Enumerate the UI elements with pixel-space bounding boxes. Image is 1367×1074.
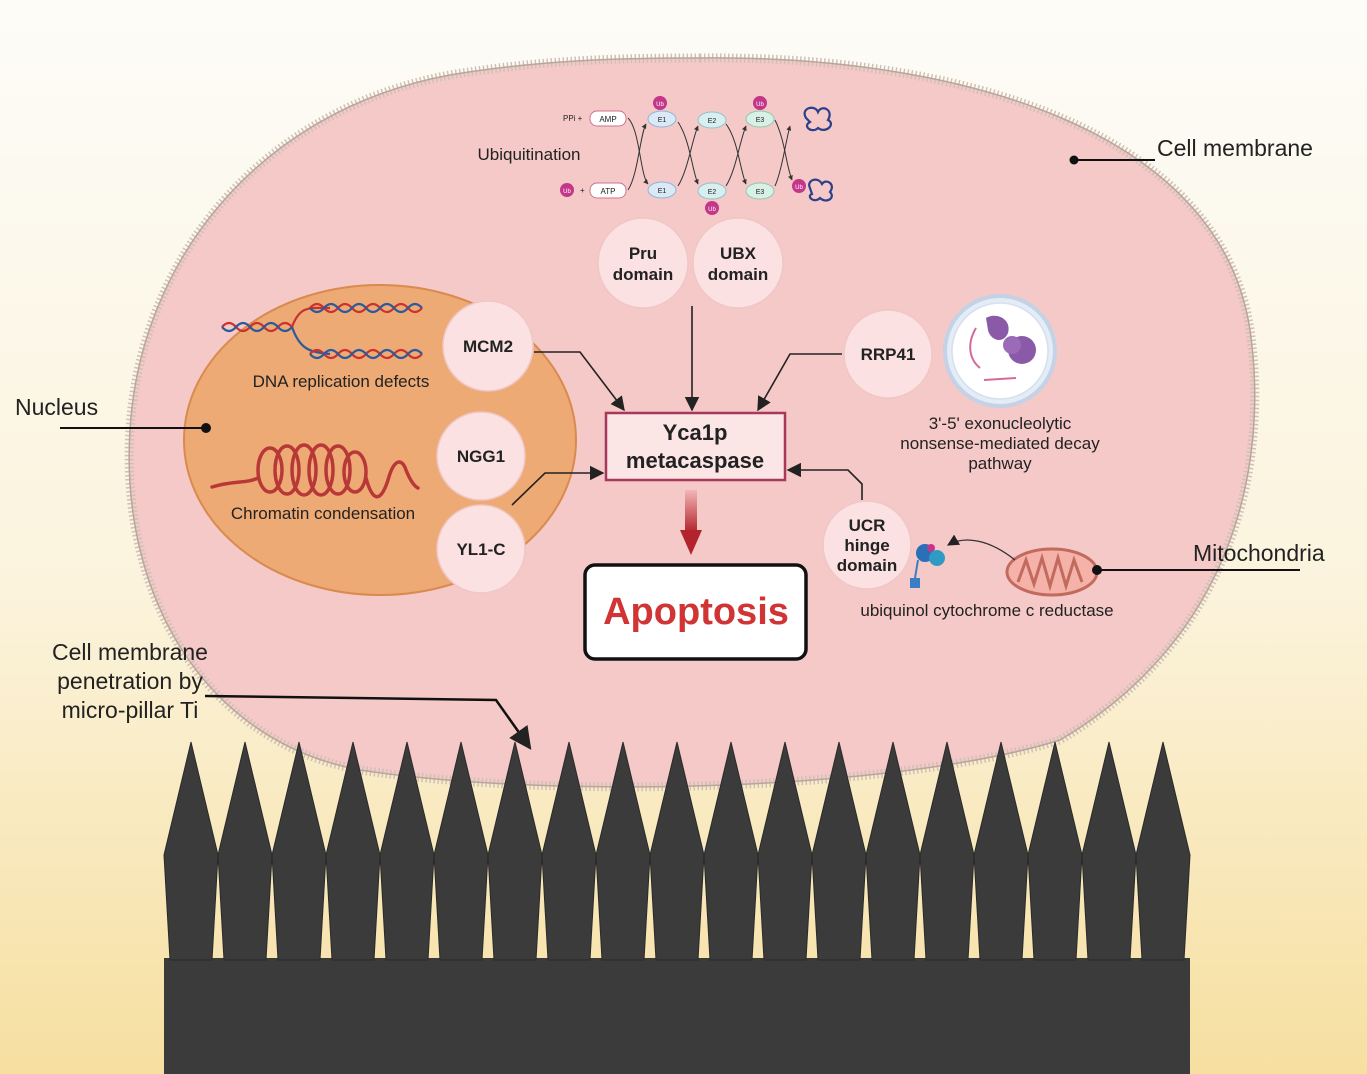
ubiquitination-cycle: PPi + AMP Ub + ATP E1 Ub E2 E3 Ub E1 E2 … [560, 96, 833, 215]
svg-text:NGG1: NGG1 [457, 447, 505, 466]
mitochondria-arrow [946, 534, 1016, 561]
node-ngg1: NGG1 [436, 411, 526, 501]
cell-membrane-label: Cell membrane [1157, 135, 1313, 161]
svg-text:+: + [580, 186, 585, 195]
svg-text:domain: domain [613, 265, 673, 284]
ucr-enzyme-icon [910, 544, 945, 588]
svg-text:RRP41: RRP41 [861, 345, 916, 364]
micro-pillar [973, 741, 1029, 961]
node-ucr-hinge-domain: UCR hinge domain [822, 500, 912, 590]
nucleus-label: Nucleus [15, 394, 98, 420]
dna-replication-label: DNA replication defects [253, 372, 430, 391]
svg-text:E1: E1 [658, 188, 667, 195]
pathway-arrows [511, 306, 863, 506]
node-pru-domain: Pru domain [597, 217, 689, 309]
svg-text:Pru: Pru [629, 244, 657, 263]
yca1p-metacaspase-box: Yca1p metacaspase [604, 411, 787, 482]
svg-text:E1: E1 [658, 117, 667, 124]
svg-text:Ub: Ub [708, 207, 716, 213]
svg-text:E3: E3 [756, 117, 765, 124]
chromatin-icon [210, 443, 420, 499]
mitochondria-pointer [1092, 565, 1300, 575]
svg-text:domain: domain [708, 265, 768, 284]
nucleus-pointer [60, 423, 211, 433]
svg-text:UCR: UCR [849, 516, 886, 535]
micro-pillar [595, 741, 651, 961]
svg-text:MCM2: MCM2 [463, 337, 513, 356]
penetration-label-3: micro-pillar Ti [62, 697, 199, 723]
exonuclease-label-2: nonsense-mediated decay [900, 434, 1100, 453]
micro-pillar [919, 741, 975, 961]
micro-pillar [541, 741, 597, 961]
micro-pillar [811, 741, 867, 961]
exosome-icon [943, 294, 1057, 408]
node-yl1c: YL1-C [436, 504, 526, 594]
svg-text:Ub: Ub [656, 102, 664, 108]
cell-membrane-pointer [1069, 155, 1155, 165]
svg-text:YL1-C: YL1-C [456, 540, 505, 559]
micro-pillar [379, 741, 435, 961]
svg-text:ATP: ATP [601, 187, 616, 196]
ubiquitination-label: Ubiquitination [477, 145, 580, 164]
svg-text:metacaspase: metacaspase [626, 448, 764, 473]
exonuclease-label-1: 3'-5' exonucleolytic [929, 414, 1072, 433]
micro-pillar [325, 741, 381, 961]
micro-pillar [433, 741, 489, 961]
chromatin-label: Chromatin condensation [231, 504, 415, 523]
svg-text:Ub: Ub [756, 102, 764, 108]
exonuclease-label-3: pathway [968, 454, 1032, 473]
micro-pillar [1135, 741, 1191, 961]
micro-pillar [1027, 741, 1083, 961]
micro-pillar [649, 741, 705, 961]
svg-text:UBX: UBX [720, 244, 757, 263]
micro-pillar [1081, 741, 1137, 961]
svg-text:hinge: hinge [844, 536, 889, 555]
micro-pillar [487, 741, 543, 961]
micro-pillar [865, 741, 921, 961]
ucr-enzyme-label: ubiquinol cytochrome c reductase [860, 601, 1113, 620]
svg-text:E2: E2 [708, 118, 717, 125]
micro-pillar [217, 741, 273, 961]
penetration-pointer [204, 694, 532, 750]
svg-text:PPi +: PPi + [563, 114, 583, 123]
penetration-label-1: Cell membrane [52, 639, 208, 665]
svg-text:Yca1p: Yca1p [663, 420, 728, 445]
node-mcm2: MCM2 [442, 300, 534, 392]
micro-pillar [163, 741, 219, 961]
micro-pillar-substrate [163, 741, 1191, 1074]
svg-text:Ub: Ub [795, 185, 803, 191]
dna-replication-icon [221, 302, 423, 360]
svg-text:Apoptosis: Apoptosis [603, 591, 789, 633]
apoptosis-box: Apoptosis [583, 563, 808, 661]
svg-text:AMP: AMP [599, 115, 616, 124]
apoptosis-arrow [680, 490, 702, 555]
svg-text:E3: E3 [756, 189, 765, 196]
svg-text:domain: domain [837, 556, 897, 575]
node-ubx-domain: UBX domain [692, 217, 784, 309]
node-rrp41: RRP41 [843, 309, 933, 399]
mitochondria-label: Mitochondria [1193, 540, 1325, 566]
svg-text:Ub: Ub [563, 189, 571, 195]
micro-pillar [757, 741, 813, 961]
micro-pillar [703, 741, 759, 961]
svg-text:E2: E2 [708, 189, 717, 196]
substrate-base [164, 958, 1190, 1074]
mitochondria-icon [1005, 547, 1099, 597]
penetration-label-2: penetration by [57, 668, 203, 694]
micro-pillar [271, 741, 327, 961]
